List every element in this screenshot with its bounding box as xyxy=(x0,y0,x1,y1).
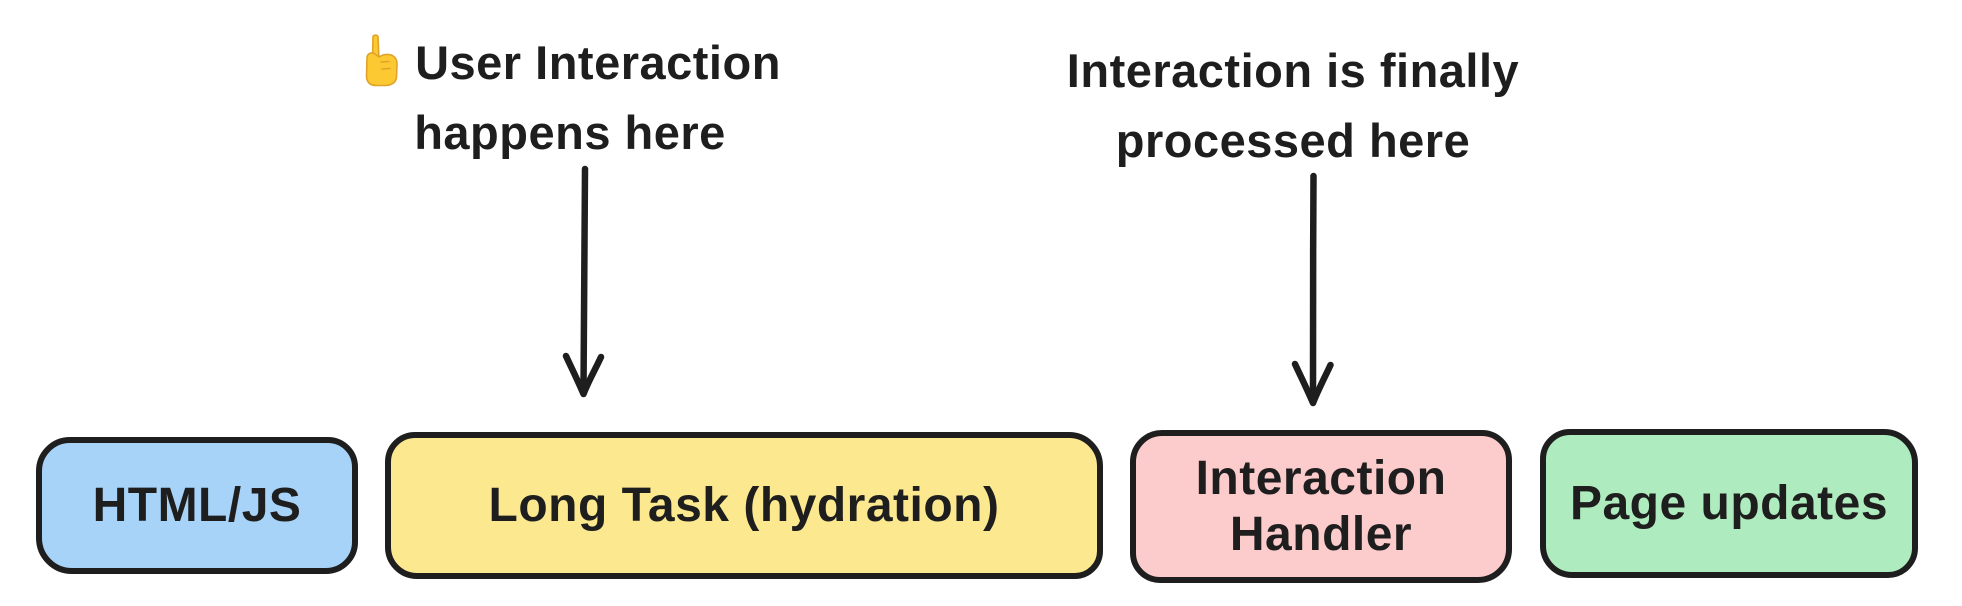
arrow-down-to-long-task xyxy=(562,165,605,398)
box-html-js-label: HTML/JS xyxy=(92,478,302,532)
box-long-task-label: Long Task (hydration) xyxy=(488,478,1000,532)
box-html-js: HTML/JS xyxy=(36,437,358,574)
box-long-task-hydration: Long Task (hydration) xyxy=(385,432,1103,579)
annotation-processed-line2: processed here xyxy=(1115,114,1471,167)
box-page-updates: Page updates xyxy=(1540,429,1918,578)
annotation-text: User Interaction xyxy=(415,36,781,89)
arrow-down-to-interaction-handler xyxy=(1291,172,1334,407)
annotation-user-interaction-line2: happens here xyxy=(414,106,726,159)
annotation-processed: Interaction is finally processed here xyxy=(973,36,1613,176)
box-interaction-handler-label: Interaction Handler xyxy=(1195,452,1447,561)
pointing-up-icon xyxy=(359,33,401,87)
box-interaction-handler: Interaction Handler xyxy=(1130,430,1512,583)
annotation-user-interaction-line1: User Interaction xyxy=(250,28,890,98)
annotation-user-interaction: User Interaction happens here xyxy=(250,28,890,168)
annotation-processed-line1: Interaction is finally xyxy=(1066,44,1520,97)
box-page-updates-label: Page updates xyxy=(1569,476,1889,530)
